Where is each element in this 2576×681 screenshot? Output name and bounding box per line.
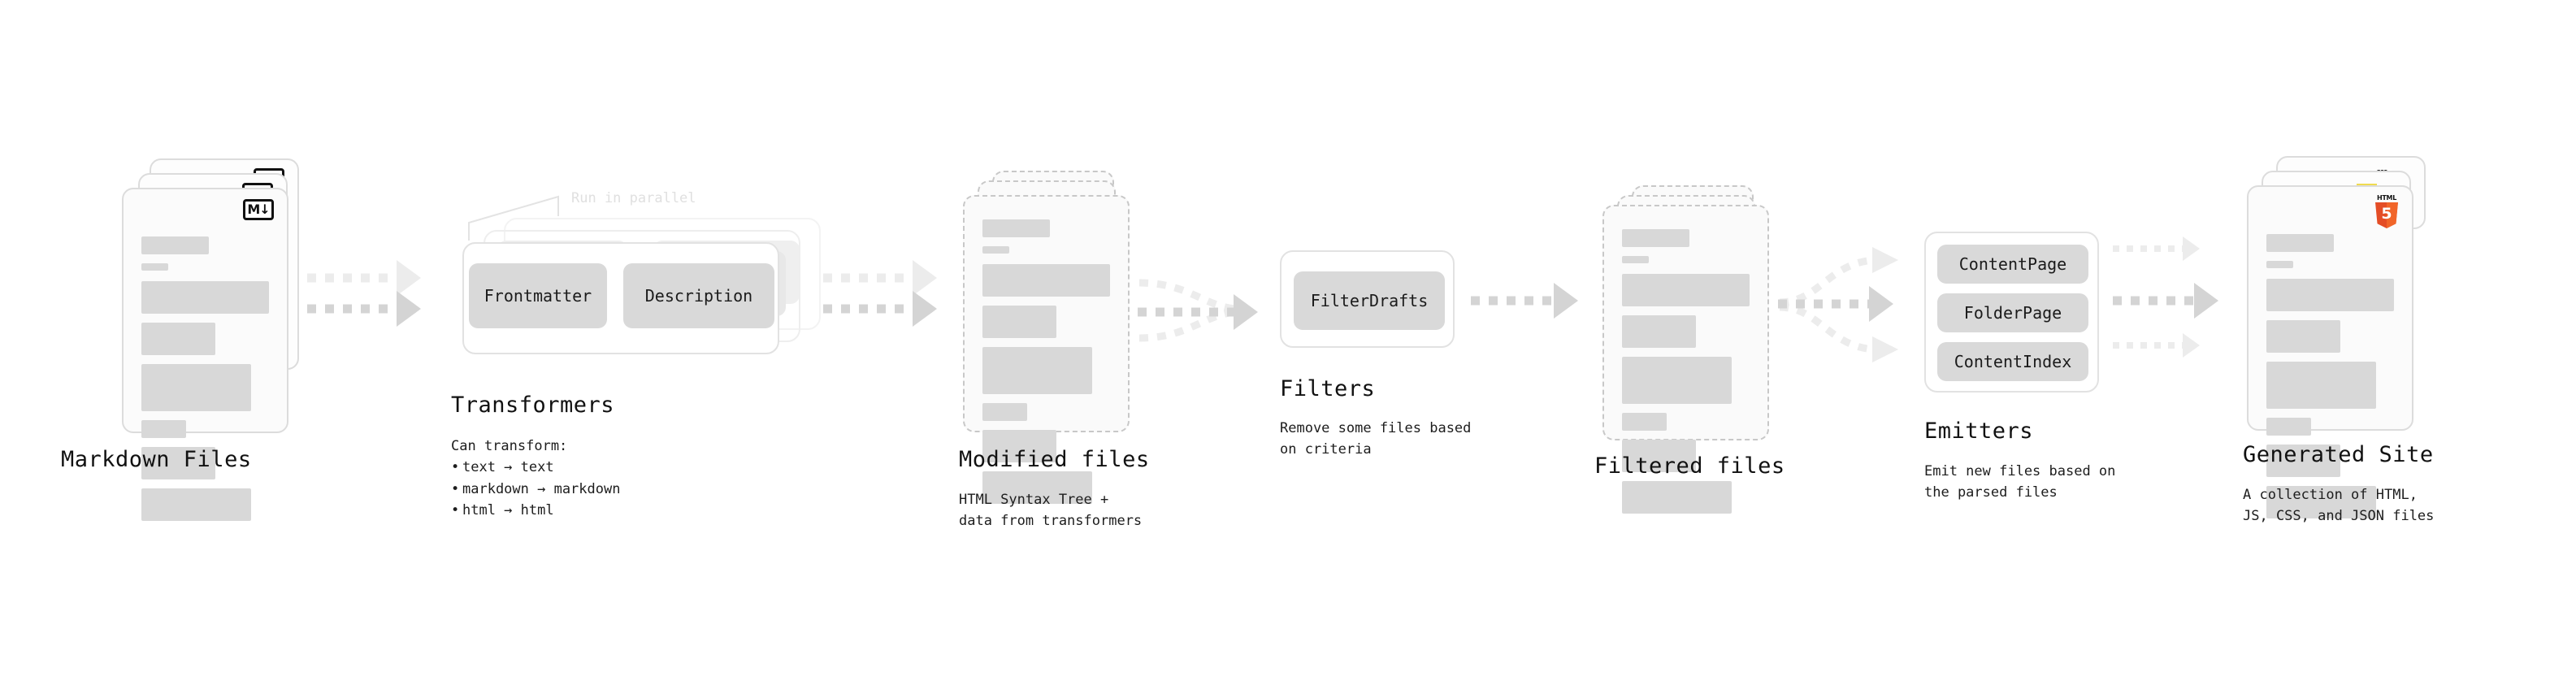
arrow-modified-to-filters [1138, 294, 1268, 330]
filtered-file-stack [1602, 185, 1781, 514]
stage-title-emitters: Emitters [1924, 419, 2034, 444]
doc-line [141, 488, 252, 521]
doc-line [1622, 357, 1733, 404]
transformers-bullet: html → html [451, 500, 620, 522]
doc-line [2266, 418, 2311, 436]
filters-box: FilterDrafts [1280, 250, 1455, 348]
run-in-parallel-bracket [468, 195, 559, 241]
stage-desc-generated-site: A collection of HTML, JS, CSS, and JSON … [2243, 487, 2435, 525]
arrow-emitters-to-site-bottom [2113, 332, 2235, 359]
doc-line [1622, 274, 1750, 306]
doc-line [141, 323, 216, 355]
document-placeholder-lines [1622, 229, 1750, 523]
arrow-transformers-to-modified-ghost [823, 260, 945, 296]
run-in-parallel-label: Run in parallel [571, 190, 696, 206]
stage-filtered-files: Filtered files [1594, 185, 1785, 514]
doc-line [1622, 229, 1690, 247]
stage-title-transformers: Transformers [451, 393, 615, 418]
doc-line [1622, 413, 1667, 431]
transformers-bullet: markdown → markdown [451, 479, 620, 501]
generated-site-stack: CSS HTML 5 [2247, 156, 2434, 518]
stage-desc-filters: Remove some files based on criteria [1280, 420, 1472, 458]
doc-line [982, 219, 1051, 237]
generated-card-front-html: HTML 5 [2247, 185, 2413, 518]
markdown-icon: M↓ [243, 199, 274, 220]
filtered-card-front [1602, 205, 1769, 514]
doc-line [982, 264, 1110, 297]
doc-line [2266, 234, 2335, 252]
stage-title-markdown-files: Markdown Files [61, 447, 252, 472]
stage-title-filtered-files: Filtered files [1594, 453, 1785, 479]
arrow-emitters-to-site-top [2113, 235, 2235, 262]
html5-shield-icon: 5 [2375, 202, 2398, 228]
html5-badge-label: HTML [2376, 194, 2396, 202]
arrow-emitters-to-site-middle [2113, 283, 2243, 319]
transformers-bullet-list: text → text markdown → markdown html → h… [451, 457, 620, 521]
stage-generated-site: CSS HTML 5 [2243, 156, 2434, 524]
transformer-node-description[interactable]: Description [623, 263, 774, 328]
doc-line [2266, 320, 2341, 353]
arrow-transformers-to-modified [823, 291, 945, 327]
emitters-box: ContentPage FolderPage ContentIndex [1924, 232, 2099, 393]
doc-line [1622, 440, 1697, 472]
doc-line [982, 306, 1057, 338]
stage-desc-emitters: Emit new files based on the parsed files [1924, 463, 2116, 501]
document-placeholder-lines [141, 236, 269, 530]
filter-node-filterdrafts[interactable]: FilterDrafts [1294, 271, 1445, 330]
transformers-list-lead: Can transform: [451, 438, 568, 454]
stage-title-generated-site: Generated Site [2243, 442, 2434, 467]
doc-line [982, 430, 1057, 462]
doc-line [2266, 445, 2341, 477]
html5-badge-glyph: 5 [2381, 204, 2392, 223]
doc-line [1622, 481, 1733, 514]
doc-line [1622, 256, 1649, 263]
emitter-node-contentindex[interactable]: ContentIndex [1937, 342, 2088, 381]
doc-line [141, 236, 210, 254]
html5-badge: HTML 5 [2373, 195, 2400, 229]
arrow-markdown-to-transformers-ghost [307, 260, 429, 296]
stage-modified-files: Modified files HTML Syntax Tree + data f… [959, 171, 1149, 529]
doc-line [2266, 279, 2394, 311]
emitter-node-folderpage[interactable]: FolderPage [1937, 293, 2088, 332]
doc-line [141, 420, 186, 438]
doc-line [982, 471, 1093, 504]
stage-title-filters: Filters [1280, 376, 1376, 401]
transformers-box: Frontmatter Description [462, 242, 779, 354]
doc-line [2266, 486, 2377, 518]
modified-file-stack [963, 171, 1142, 504]
doc-line [141, 447, 216, 479]
doc-line [2266, 362, 2377, 409]
doc-line [141, 364, 252, 411]
document-placeholder-lines [982, 219, 1110, 513]
modified-card-front [963, 195, 1130, 504]
stage-title-modified-files: Modified files [959, 447, 1150, 472]
doc-line [982, 347, 1093, 394]
doc-line [982, 403, 1027, 421]
transformer-node-frontmatter[interactable]: Frontmatter [469, 263, 607, 328]
arrow-filtered-to-emitters-ghost-curves [1779, 247, 1898, 362]
stage-markdown-files: M↓ M↓ M↓ Markdown F [61, 158, 301, 521]
transformers-bullet: text → text [451, 457, 620, 479]
markdown-card-front: M↓ [122, 188, 288, 521]
markdown-file-stack: M↓ M↓ M↓ [122, 158, 301, 521]
arrow-filtered-to-emitters [1778, 286, 1916, 322]
doc-line [1622, 315, 1697, 348]
transformers-capability-list: Can transform: text → text markdown → ma… [451, 436, 620, 522]
emitter-node-contentpage[interactable]: ContentPage [1937, 245, 2088, 284]
arrow-markdown-to-transformers [307, 291, 429, 327]
document-placeholder-lines [2266, 234, 2394, 527]
doc-line [2266, 261, 2293, 268]
stage-desc-modified-files: HTML Syntax Tree + data from transformer… [959, 492, 1143, 530]
doc-line [141, 263, 168, 271]
arrow-filters-to-filtered [1471, 283, 1601, 319]
doc-line [141, 281, 269, 314]
doc-line [982, 246, 1009, 254]
